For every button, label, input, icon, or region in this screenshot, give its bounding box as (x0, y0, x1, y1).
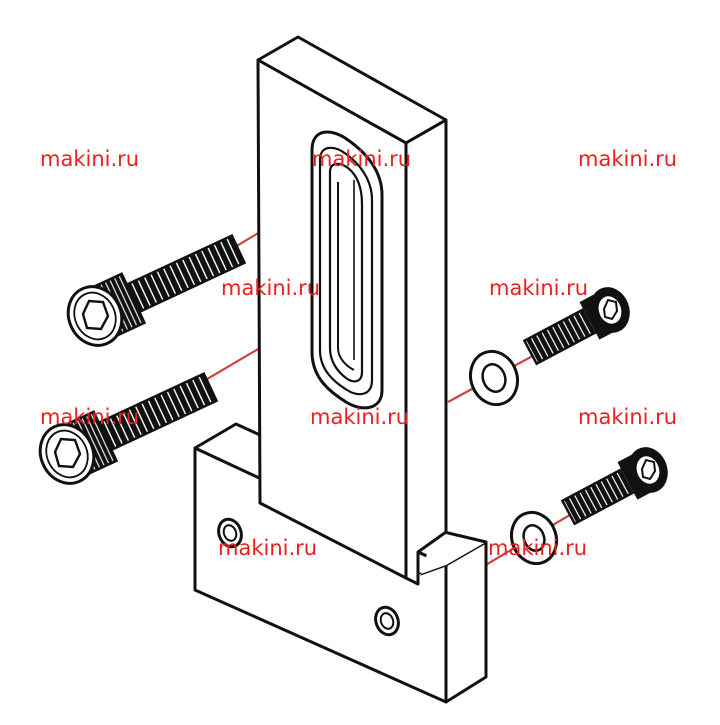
watermark-text: makini.ru (312, 147, 412, 171)
watermark-text: makini.ru (578, 405, 678, 429)
socket-head-screw (522, 287, 630, 366)
watermark-text: makini.ru (578, 147, 678, 171)
watermark-text: makini.ru (488, 536, 588, 560)
hex-socket-icon (81, 299, 110, 331)
flat-washer (509, 510, 559, 566)
watermark-text: makini.ru (40, 405, 140, 429)
hex-socket-cap-screw (66, 233, 247, 347)
bracket-base-side (444, 540, 488, 704)
hex-socket-icon (640, 458, 657, 481)
bracket (193, 35, 488, 704)
bracket-upright-side (404, 118, 448, 586)
watermark-text: makini.ru (40, 147, 140, 171)
watermark-text: makini.ru (310, 405, 410, 429)
watermark-text: makini.ru (218, 536, 318, 560)
hex-socket-cap-screw (38, 371, 219, 485)
socket-head-screw (560, 447, 668, 526)
base-hole-left (217, 517, 243, 549)
hex-socket-icon (602, 298, 619, 321)
flat-washer (468, 349, 520, 407)
base-hole-right (374, 605, 400, 637)
watermark-text: makini.ru (489, 276, 589, 300)
watermark-text: makini.ru (221, 276, 321, 300)
hex-socket-icon (53, 437, 82, 469)
